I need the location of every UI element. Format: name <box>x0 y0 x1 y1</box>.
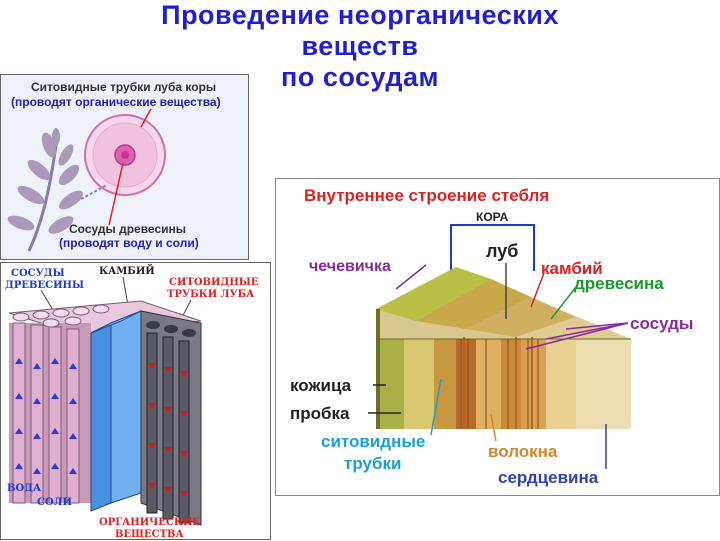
stem-wedge-block <box>376 267 631 429</box>
sieve-tubes-label: Ситовидные трубки луба коры <box>31 80 216 94</box>
organic-flow-arrows <box>148 363 188 497</box>
cambium-block <box>90 310 142 512</box>
title-line-3: по сосудам <box>281 62 439 92</box>
organic-label-1: ОРГАНИЧЕСКИЕ <box>99 517 200 528</box>
vessels-note: (проводят воду и соли) <box>59 236 199 250</box>
stem-structure-illustration: Внутреннее строение стебля КОРА <box>290 186 693 487</box>
salts-label: СОЛИ <box>37 497 72 508</box>
vessels-label: сосуды <box>630 314 693 333</box>
sieve-tubes-label-1: ситовидные <box>321 432 425 451</box>
water-flow-arrows <box>15 358 77 474</box>
tissue-block-panel: СОСУДЫ ДРЕВЕСИНЫ КАМБИЙ СИТОВИДНЫЕ ТРУБК… <box>0 262 271 540</box>
sieve-tubes-note: (проводят органические вещества) <box>11 95 221 109</box>
pith-label: сердцевина <box>498 468 599 487</box>
sieve-tubes-block <box>140 310 202 526</box>
cambium-label: камбий <box>541 259 603 278</box>
cambium-label: КАМБИЙ <box>99 264 155 277</box>
phloem-label: луб <box>486 241 518 261</box>
sieve-tubes-label-2: ТРУБКИ ЛУБА <box>167 289 255 300</box>
lenticel-label: чечевичка <box>309 258 391 275</box>
title-line-1: Проведение неорганических <box>161 0 559 30</box>
xylem-vessels-label-2: ДРЕВЕСИНЫ <box>5 280 84 291</box>
stem-structure-heading: Внутреннее строение стебля <box>304 186 549 205</box>
xylem-vessels-label-1: СОСУДЫ <box>11 268 65 279</box>
fibers-label: волокна <box>488 442 558 461</box>
plant-sprig-icon <box>7 128 83 252</box>
organic-label-2: ВЕЩЕСТВА <box>115 529 184 540</box>
sieve-tubes-label-2: трубки <box>344 454 401 473</box>
title-line-2: веществ <box>301 31 419 61</box>
wood-label: древесина <box>574 274 664 293</box>
sieve-tubes-pointer <box>140 108 152 128</box>
tissue-block-illustration: СОСУДЫ ДРЕВЕСИНЫ КАМБИЙ СИТОВИДНЫЕ ТРУБК… <box>5 264 259 540</box>
water-label: ВОДА <box>7 483 42 494</box>
xylem-vessels-block <box>9 304 110 504</box>
plant-cross-section-panel: Ситовидные трубки луба коры (проводят ор… <box>0 74 249 260</box>
vessels-label: Сосуды древесины <box>69 222 186 236</box>
bark-label: КОРА <box>476 210 509 224</box>
plant-cross-section-illustration: Ситовидные трубки луба коры (проводят ор… <box>7 80 221 252</box>
epidermis-label: кожица <box>290 376 352 395</box>
sieve-tubes-label-1: СИТОВИДНЫЕ <box>169 277 259 288</box>
stem-structure-panel: Внутреннее строение стебля КОРА <box>275 178 720 496</box>
vessels-pointer <box>108 162 124 226</box>
stem-cross-section-icon <box>84 114 166 196</box>
page-title: Проведение неорганических веществ по сос… <box>60 0 660 93</box>
cork-label: пробка <box>290 404 350 423</box>
